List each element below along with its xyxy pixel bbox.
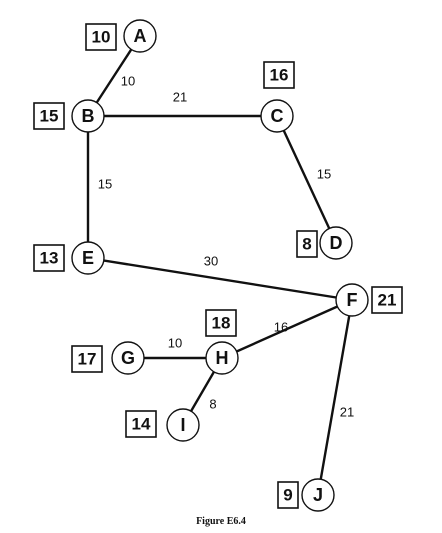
edge-weight-c-d: 15 xyxy=(317,166,331,181)
node-weight-h: 18 xyxy=(212,313,231,332)
node-c: C 16 xyxy=(260,61,295,133)
node-b: B 15 xyxy=(33,99,105,133)
node-weight-f: 21 xyxy=(378,290,397,309)
node-weight-box-e xyxy=(33,244,65,272)
node-label-f: F xyxy=(347,290,358,310)
node-weight-b: 15 xyxy=(40,106,59,125)
node-weight-j: 9 xyxy=(283,485,292,504)
node-g: G 17 xyxy=(71,341,145,375)
node-weight-box-d xyxy=(296,230,318,258)
node-weight-d: 8 xyxy=(302,234,311,253)
node-weight-i: 14 xyxy=(132,414,151,433)
node-j: J9 xyxy=(277,478,335,512)
node-circle-f xyxy=(335,283,369,317)
node-circle-a xyxy=(123,19,157,53)
node-d: D8 xyxy=(296,226,353,260)
node-label-a: A xyxy=(134,26,147,46)
edge-weight-a-b: 10 xyxy=(121,73,135,88)
node-weight-c: 16 xyxy=(270,65,289,84)
node-label-e: E xyxy=(82,248,94,268)
edge-weight-h-i: 8 xyxy=(209,396,216,411)
node-circle-c xyxy=(260,99,294,133)
node-weight-box-i xyxy=(125,410,157,438)
edge-weight-f-j: 21 xyxy=(340,404,354,419)
figure-caption: Figure E6.4 xyxy=(196,516,246,527)
node-label-h: H xyxy=(216,348,229,368)
edge-weight-b-c: 21 xyxy=(173,89,187,104)
node-weight-g: 17 xyxy=(78,349,97,368)
node-weight-box-j xyxy=(277,481,299,509)
node-h: H 18 xyxy=(205,309,239,375)
edge-weight-b-e: 15 xyxy=(98,176,112,191)
node-weight-box-c xyxy=(263,61,295,89)
node-e: E 13 xyxy=(33,241,105,275)
node-weight-box-h xyxy=(205,309,237,337)
node-weight-a: 10 xyxy=(92,27,111,46)
node-circle-g xyxy=(111,341,145,375)
edge-f-j xyxy=(316,298,354,497)
node-label-c: C xyxy=(271,106,284,126)
node-label-d: D xyxy=(330,233,343,253)
node-a: A 10 xyxy=(85,19,157,53)
node-weight-box-b xyxy=(33,102,65,130)
node-label-g: G xyxy=(121,348,135,368)
node-label-j: J xyxy=(313,485,323,505)
node-f: F 21 xyxy=(335,283,403,317)
node-label-b: B xyxy=(82,106,95,126)
node-circle-e xyxy=(71,241,105,275)
edge-weight-f-h: 16 xyxy=(274,319,288,334)
node-label-i: I xyxy=(180,415,185,435)
edge-c-d xyxy=(275,114,338,245)
node-circle-b xyxy=(71,99,105,133)
edge-weight-g-h: 10 xyxy=(168,335,182,350)
node-circle-j xyxy=(301,478,335,512)
node-weight-box-g xyxy=(71,345,103,373)
node-circle-d xyxy=(319,226,353,260)
node-circle-i xyxy=(166,408,200,442)
node-weight-box-f xyxy=(371,286,403,314)
edges-layer: 10 21 15 15 30 16 10 8 21 xyxy=(86,34,354,497)
node-circle-h xyxy=(205,341,239,375)
node-i: I 14 xyxy=(125,408,200,442)
edge-f-h xyxy=(220,298,354,360)
node-weight-box-a xyxy=(85,23,117,51)
node-weight-e: 13 xyxy=(40,248,59,267)
edge-weight-e-f: 30 xyxy=(204,253,218,268)
edge-e-f xyxy=(86,256,354,302)
